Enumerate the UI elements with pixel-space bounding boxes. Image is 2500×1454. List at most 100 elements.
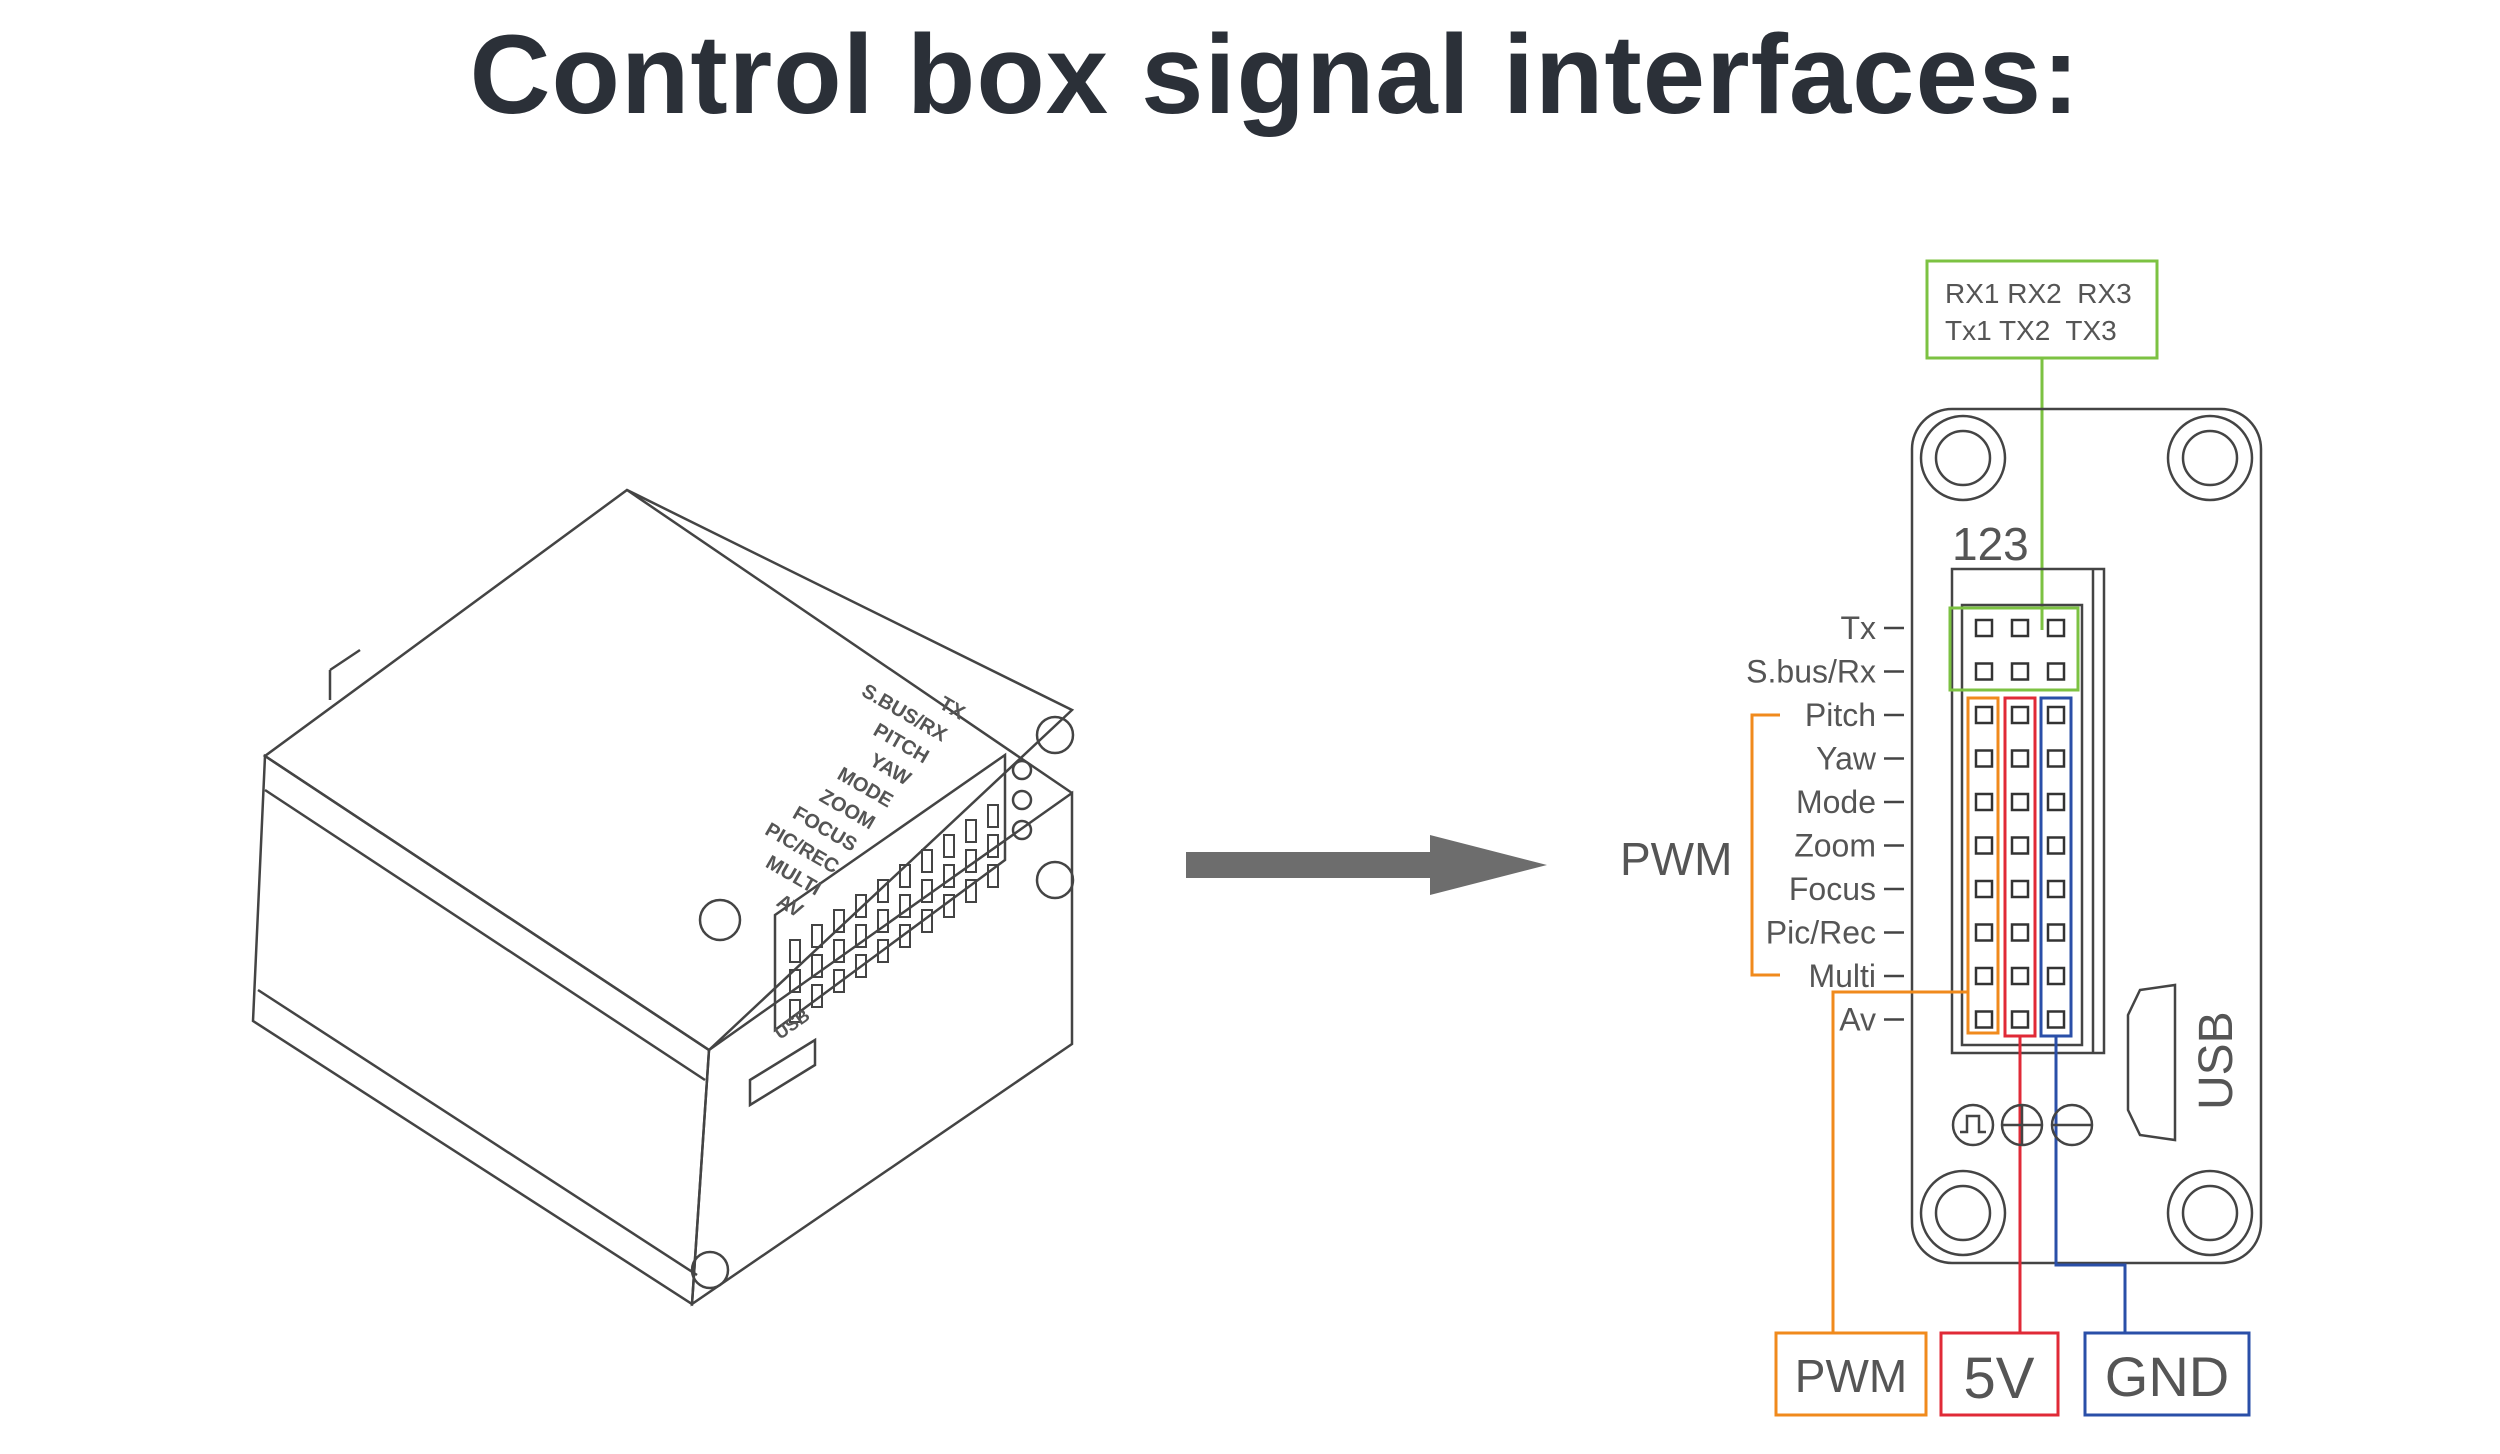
header-number-label: 123	[1952, 518, 2029, 570]
pwm-group-label: PWM	[1620, 833, 1732, 885]
pin	[1974, 749, 1994, 768]
device-pin	[877, 879, 889, 903]
pin	[2046, 836, 2066, 855]
pin-header	[1974, 618, 2066, 1029]
pin-label: Multi	[1808, 958, 1876, 994]
pin	[2046, 662, 2066, 681]
device-pin	[921, 909, 933, 933]
pin	[1974, 879, 1994, 899]
device-pin	[811, 954, 823, 978]
svg-text:PWM: PWM	[1795, 1350, 1907, 1402]
device-pin	[855, 954, 867, 978]
pin-label: Av	[1839, 1002, 1876, 1038]
svg-text:GND: GND	[2105, 1345, 2229, 1408]
device-pin	[987, 804, 999, 828]
usb-label: USB	[2190, 1011, 2243, 1110]
pin-label: Focus	[1789, 871, 1876, 907]
device-pin	[833, 939, 845, 963]
device-pin	[789, 939, 801, 963]
device-pin	[943, 894, 955, 918]
device-pin	[899, 924, 911, 948]
device-pin	[833, 909, 845, 933]
pwm-column-highlight	[1966, 696, 2000, 1035]
pin-label: Zoom	[1794, 828, 1876, 864]
ground-wire	[2054, 1036, 2127, 1333]
pin-label: Pitch	[1805, 697, 1876, 733]
device-pin	[987, 834, 999, 858]
device-pin	[943, 864, 955, 888]
output-gnd: GND	[2083, 1331, 2251, 1417]
pin	[1974, 618, 1994, 638]
device-pin	[877, 939, 889, 963]
pin	[2010, 836, 2030, 855]
pwm-signal-icon	[1951, 1103, 1995, 1147]
pin	[1974, 792, 1994, 812]
uart-pins-highlight	[1948, 606, 2080, 692]
minus-icon	[2050, 1103, 2094, 1147]
pin	[2010, 1010, 2030, 1029]
pin	[2010, 618, 2030, 638]
device-pin	[899, 864, 911, 888]
pin	[2046, 792, 2066, 812]
pin	[2046, 749, 2066, 768]
device-pin	[789, 999, 801, 1023]
output-5v: 5V	[1939, 1331, 2060, 1417]
pwm-bracket	[1750, 713, 1780, 977]
pin	[2010, 923, 2030, 942]
device-pin	[877, 909, 889, 933]
usb-port	[2126, 983, 2177, 1142]
device-pin	[833, 969, 845, 993]
uart-label-box: RX1 RX2 RX3 Tx1 TX2 TX3	[1925, 259, 2159, 630]
pin	[2010, 662, 2030, 681]
pin-label: Mode	[1796, 784, 1876, 820]
pin	[2046, 923, 2066, 942]
device-pin	[811, 924, 823, 948]
device-pin	[987, 864, 999, 888]
pin	[2010, 749, 2030, 768]
pin	[1974, 705, 1994, 725]
pin	[1974, 966, 1994, 986]
pin	[1974, 836, 1994, 855]
device-pin	[855, 894, 867, 918]
column-symbols	[1951, 1103, 2094, 1147]
pin	[2010, 705, 2030, 725]
device-pin	[965, 879, 977, 903]
svg-text:5V: 5V	[1964, 1346, 2035, 1411]
device-pin	[855, 924, 867, 948]
page-title: Control box signal interfaces:	[469, 12, 2081, 137]
device-pin	[921, 879, 933, 903]
pin	[2010, 879, 2030, 899]
pin-label: Pic/Rec	[1766, 915, 1876, 951]
pwm-wire	[1831, 990, 1968, 1333]
device-pin	[921, 849, 933, 873]
pin	[2010, 792, 2030, 812]
plus-icon	[2000, 1103, 2044, 1147]
pin-labels: TxS.bus/RxPitchYawModeZoomFocusPic/RecMu…	[1746, 610, 1904, 1038]
pin-label: Yaw	[1816, 741, 1877, 777]
uart-tx-labels: Tx1 TX2 TX3	[1945, 315, 2117, 346]
pin-label: Tx	[1840, 610, 1876, 646]
device-pin	[811, 984, 823, 1008]
device-usb-label: USB	[771, 1005, 814, 1043]
pin	[2046, 705, 2066, 725]
pin	[1974, 662, 1994, 681]
pin	[2046, 879, 2066, 899]
pin	[1974, 1010, 1994, 1029]
pin	[2046, 618, 2066, 638]
pin	[2010, 966, 2030, 986]
arrow-right-icon	[1186, 835, 1547, 895]
power-column-highlight	[2003, 696, 2037, 1038]
pin	[2046, 1010, 2066, 1029]
pin	[2046, 966, 2066, 986]
device-pin	[789, 969, 801, 993]
control-box-drawing	[251, 488, 1075, 1307]
output-pwm: PWM	[1774, 1331, 1928, 1417]
pin	[1974, 923, 1994, 942]
ground-column-highlight	[2039, 696, 2073, 1038]
device-pin	[965, 849, 977, 873]
uart-rx-labels: RX1 RX2 RX3	[1945, 278, 2132, 309]
device-pin	[899, 894, 911, 918]
board-outline	[1910, 407, 2263, 1265]
device-pin	[943, 834, 955, 858]
